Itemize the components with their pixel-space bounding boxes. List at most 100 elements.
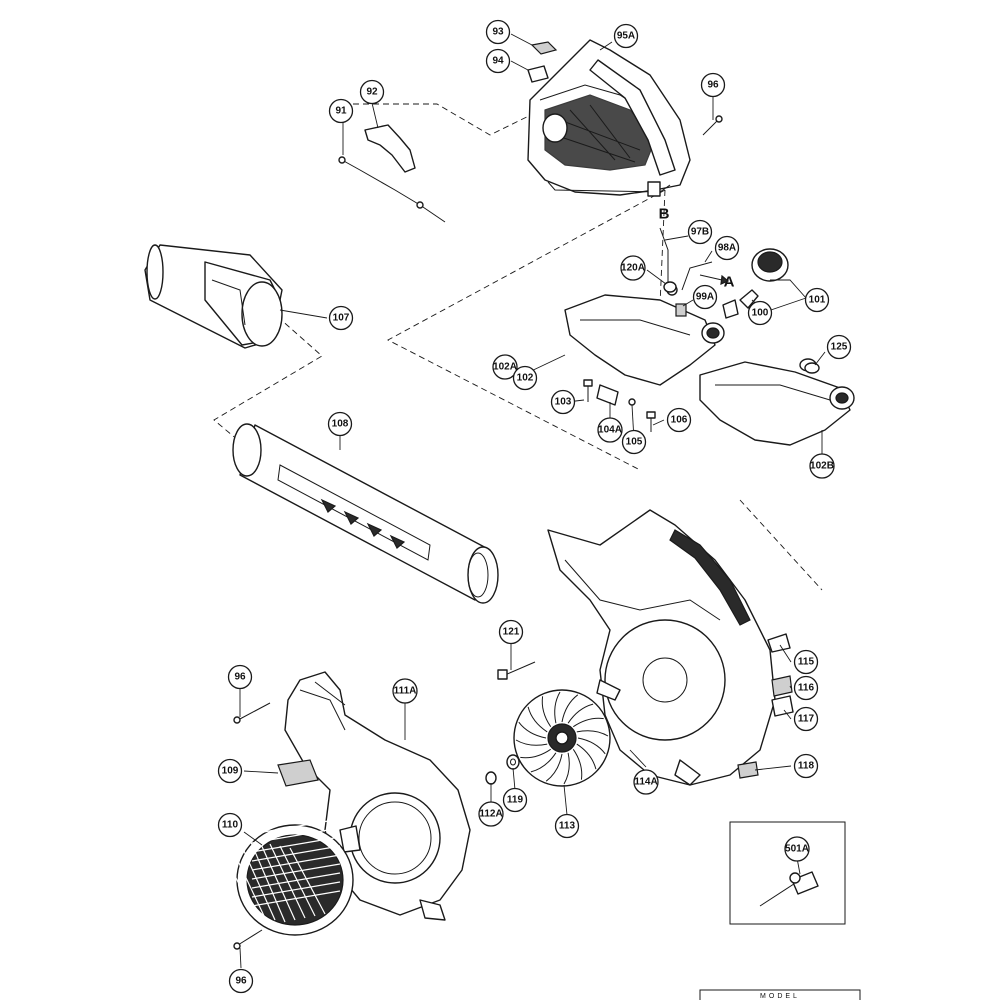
callout-number: 102A [493, 362, 517, 373]
callout-circle [392, 678, 418, 704]
callout-121: 121 [498, 619, 524, 645]
grille-slat [251, 845, 341, 862]
grille-slat [289, 847, 326, 915]
callout-number: 112A [479, 809, 502, 820]
grille-slat [239, 841, 276, 921]
callout-98A: 98A [714, 235, 740, 261]
callout-number: 105 [626, 437, 643, 448]
tool-box-501a [729, 821, 846, 925]
intake-grille-110 [209, 818, 354, 936]
callout-119: 119 [502, 787, 528, 813]
callout-circle [793, 753, 819, 779]
bolt-103 [583, 379, 593, 402]
callout-102A: 102A [492, 354, 518, 380]
callout-95A: 95A [613, 23, 639, 49]
callout-number: 119 [507, 795, 524, 806]
callout-circle [687, 219, 713, 245]
label-117 [771, 695, 794, 717]
callout-number: 104A [598, 425, 622, 436]
callout-circle [597, 417, 623, 443]
reference-letters: B A [659, 206, 735, 291]
callout-circle [700, 72, 726, 98]
grille-slat [249, 839, 286, 923]
model-footer: MODEL [699, 989, 861, 1000]
assembly-guide-lines [213, 103, 823, 591]
callout-number: 92 [366, 87, 378, 98]
screw-96-left [233, 702, 271, 724]
callout-circle [613, 23, 639, 49]
callout-100: 100 [747, 300, 773, 326]
callout-circle [633, 769, 659, 795]
callout-102B: 102B [809, 453, 835, 479]
pipe-108 [232, 423, 499, 604]
screw-96-bottom [233, 929, 263, 950]
clip-94 [527, 65, 549, 83]
washer-119 [506, 754, 520, 770]
cap-125 [804, 362, 820, 374]
callout-114A: 114A [633, 769, 659, 795]
fuel-tank-102b [699, 358, 855, 446]
callout-circle [804, 287, 830, 313]
callout-number: 102 [517, 373, 534, 384]
callout-number: 96 [235, 976, 247, 987]
callout-circle [621, 429, 647, 455]
label-109 [277, 759, 319, 787]
callout-125: 125 [826, 334, 852, 360]
callout-circle [327, 411, 353, 437]
callout-number: 102B [810, 461, 834, 472]
washer-105 [628, 398, 636, 406]
ref-letter-b: B [659, 206, 670, 223]
callout-number: 99A [696, 292, 714, 303]
callout-circle [478, 801, 504, 827]
callout-96-top: 96 [700, 72, 726, 98]
callout-number: 121 [503, 627, 520, 638]
callout-96-left: 96 [227, 664, 253, 690]
callout-99A: 99A [692, 284, 718, 310]
fuel-filter-99a [675, 303, 687, 317]
fuel-line-97b [659, 227, 669, 282]
ref-letter-a: A [724, 274, 735, 291]
callout-circle [502, 787, 528, 813]
grille-slat [251, 827, 341, 844]
clip-93 [530, 41, 558, 55]
callout-number: 125 [831, 342, 848, 353]
callout-number: 91 [335, 106, 347, 117]
label-115 [767, 633, 791, 653]
fan-blade [527, 706, 548, 733]
callout-number: 113 [559, 821, 576, 832]
fan-blade [577, 737, 606, 755]
callout-115: 115 [793, 649, 819, 675]
callout-number: 118 [798, 761, 815, 772]
callout-circle [328, 305, 354, 331]
callout-112A: 112A [478, 801, 504, 827]
callout-116: 116 [793, 675, 819, 701]
fan-blade [518, 721, 547, 739]
fuel-line-98a [681, 261, 713, 291]
callout-circle [485, 19, 511, 45]
callout-circle [692, 284, 718, 310]
callout-501A: 501A [784, 836, 810, 862]
callout-circle [550, 389, 576, 415]
callout-circle [359, 79, 385, 105]
fan-blade [515, 739, 548, 746]
callout-94: 94 [485, 48, 511, 74]
callout-circle [217, 758, 243, 784]
grille-slat [229, 843, 266, 919]
callout-104A: 104A [597, 417, 623, 443]
callout-number: 96 [234, 672, 246, 683]
callout-circle [793, 706, 819, 732]
bolt-121 [497, 661, 536, 680]
grille-slat [269, 843, 306, 919]
callout-circle [217, 812, 243, 838]
nozzle-107 [144, 244, 283, 349]
grille-slat [279, 845, 316, 917]
callout-circle [485, 48, 511, 74]
grille-slat [251, 890, 341, 907]
callout-circle [492, 354, 518, 380]
callout-91: 91 [328, 98, 354, 124]
grille-slat [219, 845, 256, 917]
callout-118: 118 [793, 753, 819, 779]
callout-110: 110 [217, 812, 243, 838]
callout-96-bottom: 96 [228, 968, 254, 994]
